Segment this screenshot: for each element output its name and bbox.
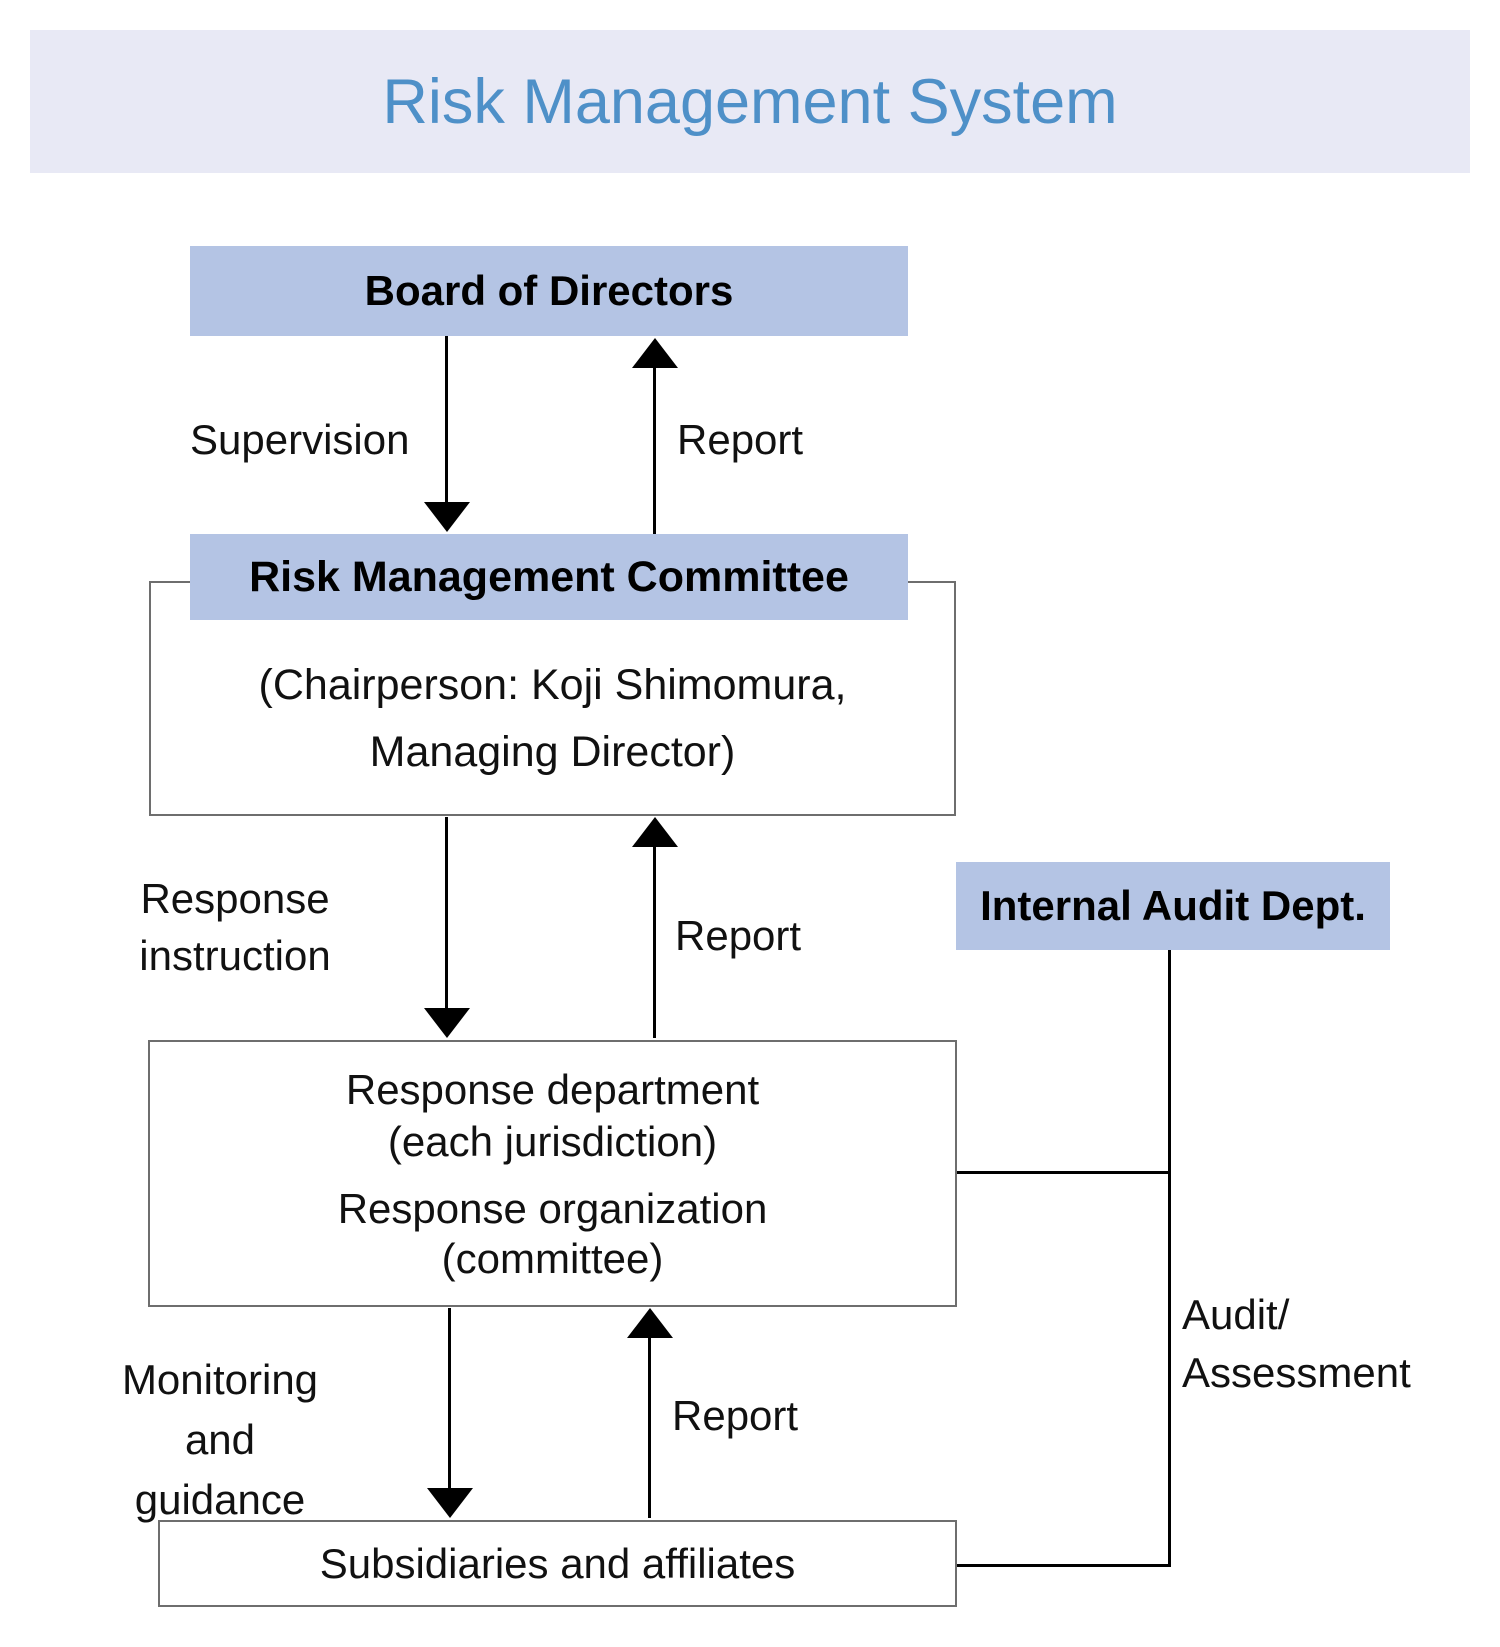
committee-subtitle-line2: Managing Director) bbox=[369, 728, 736, 776]
board-of-directors-box: Board of Directors bbox=[190, 246, 908, 336]
committee-body-box bbox=[149, 581, 956, 816]
internal-audit-label: Internal Audit Dept. bbox=[980, 882, 1366, 929]
title-bar: Risk Management System bbox=[30, 30, 1470, 173]
monitoring-arrowhead-icon bbox=[427, 1488, 473, 1518]
monitoring-arrow-line bbox=[448, 1308, 451, 1488]
report-top-label: Report bbox=[677, 416, 804, 463]
response-department-text-1: Response department (each jurisdiction) bbox=[148, 1064, 957, 1168]
internal-audit-box: Internal Audit Dept. bbox=[956, 862, 1390, 950]
report-bottom-label: Report bbox=[672, 1392, 799, 1439]
report-middle-label: Report bbox=[675, 912, 802, 959]
page-title: Risk Management System bbox=[382, 66, 1118, 137]
monitoring-label: Monitoring and guidance bbox=[95, 1350, 345, 1530]
report-bottom-arrow-line bbox=[648, 1338, 651, 1518]
monitoring-line2: and guidance bbox=[134, 1416, 306, 1523]
audit-assessment-label: Audit/ Assessment bbox=[1182, 1286, 1411, 1402]
committee-label: Risk Management Committee bbox=[249, 552, 849, 601]
audit-connector-top-line bbox=[957, 1171, 1170, 1174]
response-department-box bbox=[148, 1040, 957, 1307]
committee-subtitle-line1: (Chairperson: Koji Shimomura, bbox=[258, 661, 847, 709]
supervision-label: Supervision bbox=[190, 416, 410, 463]
subsidiaries-box: Subsidiaries and affiliates bbox=[158, 1520, 957, 1607]
audit-connector-bottom-line bbox=[957, 1564, 1170, 1567]
audit-connector-vertical-line bbox=[1168, 950, 1171, 1567]
audit-label-line1: Audit/ bbox=[1182, 1291, 1290, 1338]
response-line2: (each jurisdiction) bbox=[387, 1118, 718, 1165]
committee-header-box: Risk Management Committee bbox=[190, 534, 908, 620]
response-line3: Response organization bbox=[337, 1185, 768, 1232]
response-line4: (committee) bbox=[441, 1235, 664, 1282]
subsidiaries-label: Subsidiaries and affiliates bbox=[319, 1539, 796, 1587]
report-top-arrowhead-icon bbox=[632, 338, 678, 368]
response-instruction-line1: Response bbox=[140, 875, 330, 922]
supervision-arrow-line bbox=[445, 336, 448, 502]
report-middle-arrow-line bbox=[653, 847, 656, 1038]
response-line1: Response department bbox=[345, 1066, 760, 1113]
report-middle-arrowhead-icon bbox=[632, 817, 678, 847]
response-instruction-arrowhead-icon bbox=[424, 1008, 470, 1038]
supervision-arrowhead-icon bbox=[424, 502, 470, 532]
report-bottom-arrowhead-icon bbox=[627, 1308, 673, 1338]
response-instruction-line2: instruction bbox=[139, 932, 331, 979]
board-of-directors-label: Board of Directors bbox=[364, 267, 734, 314]
response-instruction-label: Response instruction bbox=[115, 870, 355, 984]
monitoring-line1: Monitoring bbox=[121, 1356, 319, 1403]
response-department-text-2: Response organization (committee) bbox=[148, 1184, 957, 1284]
committee-subtitle: (Chairperson: Koji Shimomura, Managing D… bbox=[149, 652, 956, 786]
response-instruction-arrow-line bbox=[445, 817, 448, 1008]
audit-label-line2: Assessment bbox=[1182, 1349, 1411, 1396]
report-top-arrow-line bbox=[653, 368, 656, 534]
